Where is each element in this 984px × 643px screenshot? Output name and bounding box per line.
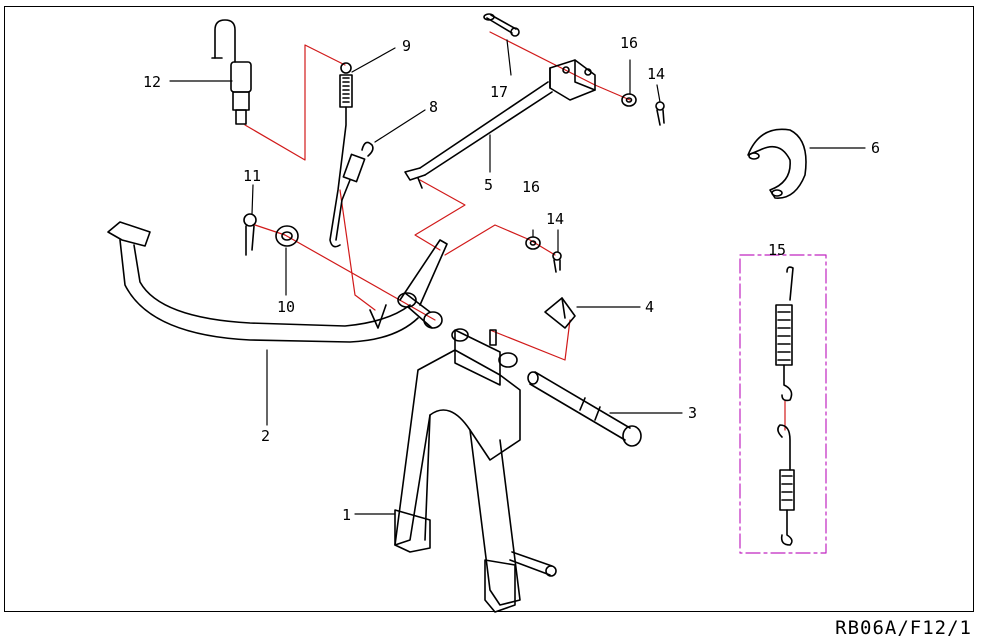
callout-2: 2	[261, 427, 270, 445]
callout-6: 6	[871, 139, 880, 157]
callout-15: 15	[768, 241, 786, 259]
callout-8: 8	[429, 98, 438, 116]
part-15-spring-set	[775, 266, 795, 546]
leader-lines	[169, 39, 866, 515]
part-12-split-pin	[243, 213, 257, 256]
part-9-spring	[329, 62, 353, 248]
callout-4: 4	[645, 298, 654, 316]
part-6-plate	[747, 128, 807, 199]
callout-16-lower: 16	[522, 178, 540, 196]
part-8-spring	[335, 141, 374, 241]
part-2-kick-lever	[107, 221, 448, 343]
callout-9: 9	[402, 37, 411, 55]
part-17-pin	[483, 13, 520, 37]
part-16a-washer	[621, 93, 637, 107]
callout-labels: 12 9 8 17 16 14 5 6 11 10 16 14 15 4 3 2…	[143, 34, 880, 524]
callout-3: 3	[688, 404, 697, 422]
spring-set-group-box	[739, 254, 827, 554]
callout-10: 12	[143, 73, 161, 91]
diagram-code: RB06A/F12/1	[835, 617, 972, 639]
callout-16-upper: 16	[620, 34, 638, 52]
callout-1: 1	[342, 506, 351, 524]
callout-5: 5	[484, 176, 493, 194]
part-14a-pin	[655, 101, 665, 126]
callout-17: 17	[490, 83, 508, 101]
callout-12: 11	[243, 167, 261, 185]
part-10-switch	[211, 19, 252, 125]
part-5-rod	[404, 59, 596, 189]
callout-14-lower: 14	[546, 210, 564, 228]
assembly-lines	[244, 31, 786, 431]
part-4-bracket	[544, 297, 576, 329]
callout-14-upper: 14	[647, 65, 665, 83]
part-11-washer	[275, 225, 299, 247]
callout-11: 10	[277, 298, 295, 316]
part-16b-washer	[525, 236, 541, 250]
part-14b-pin	[552, 251, 562, 273]
part-1-main-stand	[394, 328, 557, 613]
diagram-frame	[4, 6, 974, 612]
part-3-axle	[527, 371, 642, 447]
